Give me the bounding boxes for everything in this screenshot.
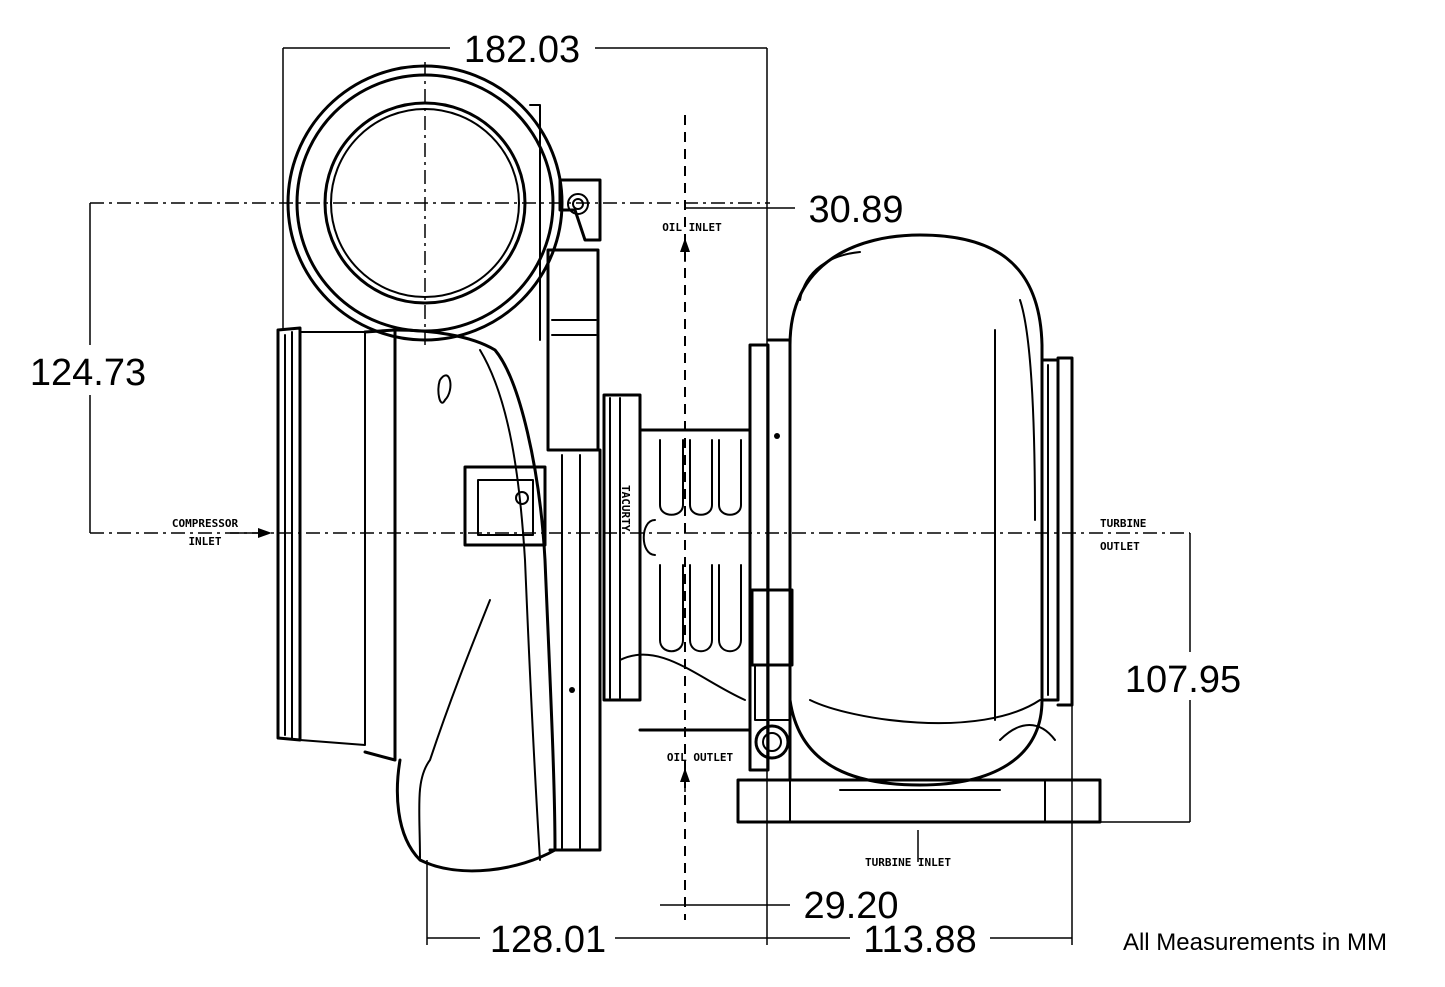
brand-label: TACURTY [619,485,632,532]
label-turbine-outlet-1: TURBINE [1100,517,1146,530]
label-compressor-inlet-1: COMPRESSOR [172,517,239,530]
flow-arrows [230,238,690,792]
dimension-turbine-outlet-height: 107.95 [1125,659,1241,701]
label-oil-outlet: OIL OUTLET [667,751,734,764]
label-oil-inlet: OIL INLET [662,221,722,234]
dimension-oil-inlet-offset: 30.89 [808,189,903,231]
label-compressor-inlet-2: INLET [188,535,221,548]
dimension-oil-outlet-offset: 29.20 [803,885,898,927]
units-note: All Measurements in MM [1123,929,1387,956]
compressor-housing [276,64,602,873]
dimension-overall-length: 182.03 [464,29,580,71]
label-turbine-inlet: TURBINE INLET [865,856,951,869]
center-housing: TACURTY [546,248,752,852]
dimension-lines [89,47,1191,945]
dimension-turbine-flange-length: 113.88 [863,919,976,961]
turbine-housing [736,233,1102,824]
label-turbine-outlet-2: OUTLET [1100,540,1140,553]
dimension-compressor-to-oil: 128.01 [490,919,606,961]
dimension-compressor-outlet-height: 124.73 [30,352,146,394]
